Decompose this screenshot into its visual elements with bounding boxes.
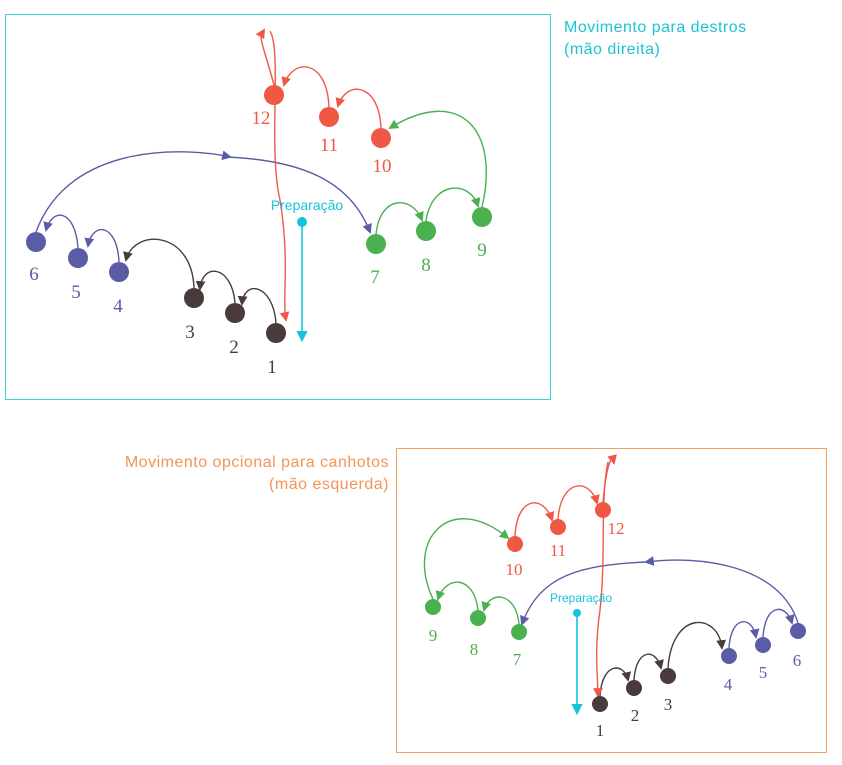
right-panel-beat-label-10: 10 <box>373 156 392 177</box>
left-panel-beat-6 <box>790 623 806 639</box>
left-panel-beat-label-5: 5 <box>759 663 768 682</box>
right-hand-title-line2: (mão direita) <box>564 41 661 58</box>
right-panel-beat-12 <box>264 85 284 105</box>
left-panel-arc-8 <box>481 596 520 625</box>
right-panel-beat-2 <box>225 303 245 323</box>
left-panel-arc-9 <box>435 581 479 611</box>
right-panel-beat-label-12: 12 <box>252 108 271 129</box>
right-panel-arc-7 <box>225 156 372 234</box>
right-panel-beat-4 <box>109 262 129 282</box>
right-panel-arc-8 <box>375 202 424 235</box>
right-panel-beat-label-11: 11 <box>320 135 338 156</box>
left-panel-beat-label-9: 9 <box>429 626 438 645</box>
left-panel-arc-6 <box>644 556 799 624</box>
right-panel-arc-13 <box>255 28 275 86</box>
right-panel-beat-9 <box>472 207 492 227</box>
left-panel-arc-12 <box>557 485 600 520</box>
left-panel-beat-label-1: 1 <box>596 721 605 740</box>
left-panel-beat-label-4: 4 <box>724 675 733 694</box>
right-panel-preparation-label: Preparação <box>271 197 344 213</box>
right-panel-arc-6 <box>35 150 232 233</box>
right-panel-arc-14 <box>269 30 290 322</box>
right-panel-arc-9 <box>425 187 481 222</box>
right-panel-beat-label-7: 7 <box>370 267 380 288</box>
left-panel-beat-label-2: 2 <box>631 706 640 725</box>
left-panel-beat-label-10: 10 <box>506 560 523 579</box>
left-panel-beat-label-11: 11 <box>550 541 566 560</box>
right-panel-beat-label-2: 2 <box>229 337 239 358</box>
right-panel-arc-3 <box>123 238 195 289</box>
right-panel-arc-11 <box>335 88 382 129</box>
right-panel-beat-5 <box>68 248 88 268</box>
left-panel-beat-label-12: 12 <box>608 519 625 538</box>
right-panel-beat-3 <box>184 288 204 308</box>
right-panel-arc-4 <box>84 229 120 263</box>
right-panel-beat-7 <box>366 234 386 254</box>
left-hand-title-line2: (mão esquerda) <box>269 476 389 493</box>
left-panel-beat-label-6: 6 <box>793 651 802 670</box>
right-panel-arc-1 <box>237 287 277 324</box>
right-panel-beat-8 <box>416 221 436 241</box>
left-panel-beat-8 <box>470 610 486 626</box>
right-panel-beat-6 <box>26 232 46 252</box>
right-hand-title: Movimento para destros (mão direita) <box>564 17 747 61</box>
right-panel-beat-label-5: 5 <box>71 282 81 303</box>
left-panel-beat-1 <box>592 696 608 712</box>
right-panel-arc-2 <box>195 270 236 304</box>
left-panel-arc-3 <box>667 621 726 669</box>
right-panel-beat-label-1: 1 <box>267 357 277 378</box>
right-panel-arc-12 <box>281 66 330 108</box>
left-panel-arc-1 <box>599 667 632 697</box>
left-panel-beat-11 <box>550 519 566 535</box>
right-panel-beat-label-6: 6 <box>29 264 39 285</box>
right-panel-arc-10 <box>388 110 487 208</box>
right-panel-beat-1 <box>266 323 286 343</box>
right-panel-beat-label-9: 9 <box>477 240 487 261</box>
left-hand-title-line1: Movimento opcional para canhotos <box>124 454 389 471</box>
left-panel-arc-2 <box>633 653 664 681</box>
left-panel-arc-4 <box>728 620 760 649</box>
left-panel-beat-2 <box>626 680 642 696</box>
left-panel-beat-label-7: 7 <box>513 650 522 669</box>
left-panel-beat-5 <box>755 637 771 653</box>
left-panel-beat-label-3: 3 <box>664 695 673 714</box>
left-panel-arc-7 <box>520 561 647 626</box>
right-panel-beat-label-3: 3 <box>185 322 195 343</box>
left-panel-preparation-label: Preparação <box>550 591 612 605</box>
right-panel-beat-label-8: 8 <box>421 255 431 276</box>
left-panel-beat-4 <box>721 648 737 664</box>
right-panel-beat-label-4: 4 <box>113 296 123 317</box>
left-panel-beat-7 <box>511 624 527 640</box>
left-panel-arc-14 <box>593 461 609 698</box>
left-panel-arc-11 <box>514 502 555 537</box>
right-panel-beat-10 <box>371 128 391 148</box>
right-panel-beat-11 <box>319 107 339 127</box>
right-hand-title-line1: Movimento para destros <box>564 19 747 36</box>
left-panel-beat-9 <box>425 599 441 615</box>
left-panel-beat-12 <box>595 502 611 518</box>
left-panel-beat-10 <box>507 536 523 552</box>
left-hand-panel-frame <box>396 448 827 753</box>
left-panel-arc-10 <box>423 518 510 600</box>
left-panel-beat-3 <box>660 668 676 684</box>
left-panel-beat-label-8: 8 <box>470 640 479 659</box>
right-panel-arc-5 <box>43 214 79 249</box>
right-hand-panel-frame <box>5 14 551 400</box>
left-hand-title: Movimento opcional para canhotos (mão es… <box>66 452 389 496</box>
left-panel-arc-5 <box>762 608 795 638</box>
